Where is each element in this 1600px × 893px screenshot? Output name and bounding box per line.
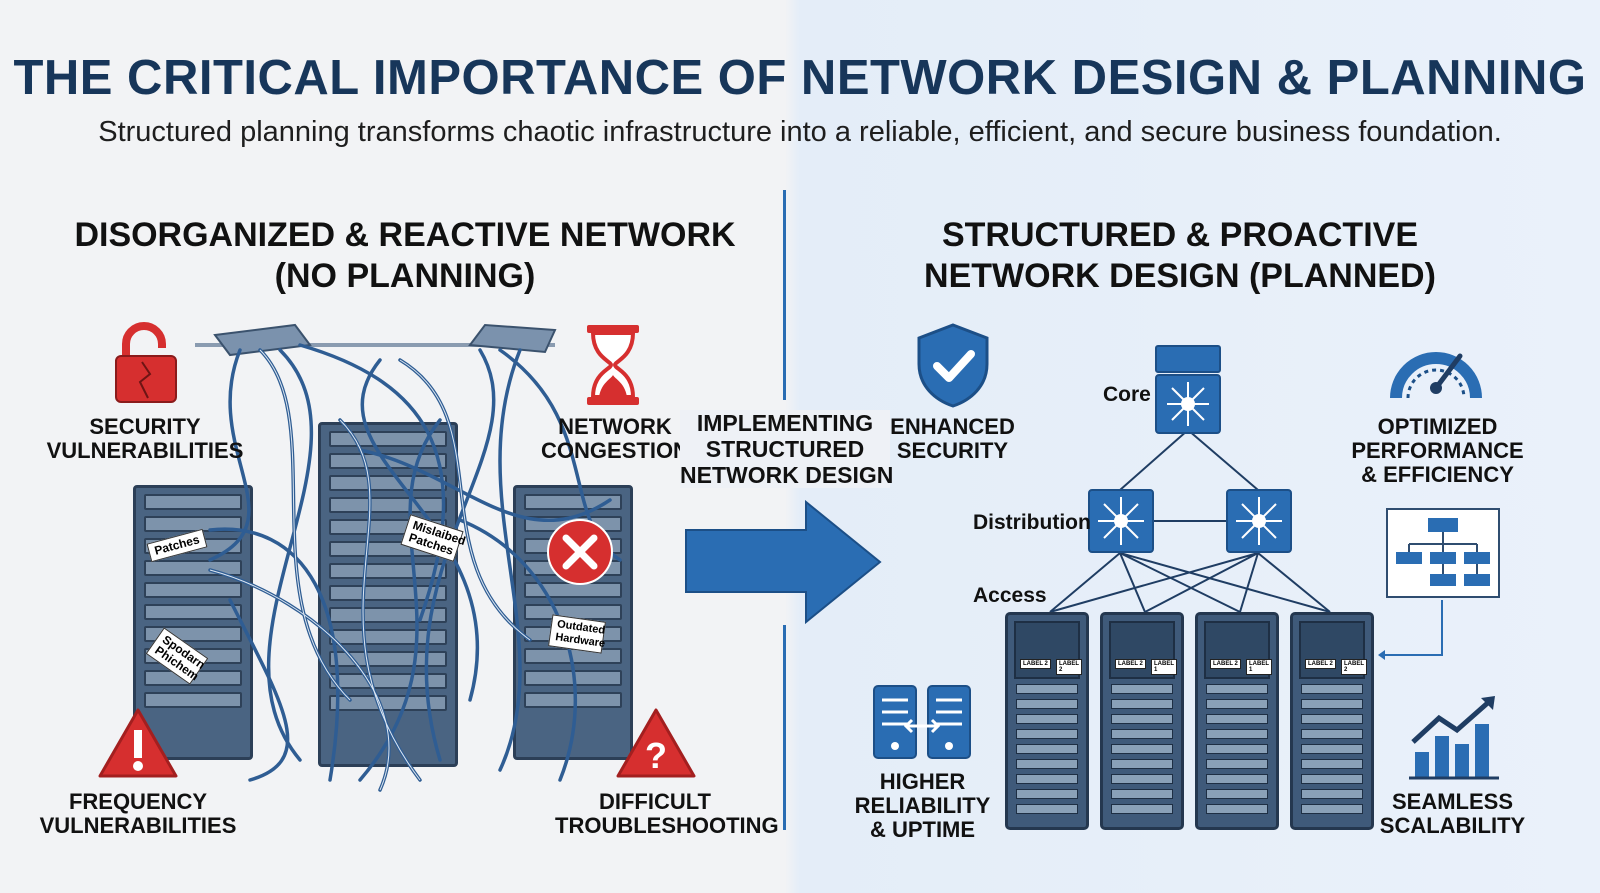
left-heading: DISORGANIZED & REACTIVE NETWORK (NO PLAN… bbox=[60, 215, 750, 297]
layer-distribution-label: Distribution bbox=[973, 511, 1091, 534]
growth-chart-icon bbox=[1409, 696, 1499, 780]
broken-lock-icon bbox=[115, 322, 177, 403]
core-switch-icon bbox=[1155, 374, 1221, 434]
rack-label: LABEL 2 bbox=[1056, 659, 1082, 675]
benefit-line: & UPTIME bbox=[869, 817, 976, 842]
left-heading-line1: DISORGANIZED & REACTIVE NETWORK bbox=[74, 216, 736, 254]
warning-icon bbox=[98, 708, 178, 778]
right-arrow-icon bbox=[685, 500, 882, 625]
transition-label: IMPLEMENTING STRUCTURED NETWORK DESIGN bbox=[680, 410, 894, 488]
right-heading-line2: NETWORK DESIGN (PLANNED) bbox=[924, 257, 1436, 295]
rack-label: LABEL 2 bbox=[1020, 659, 1051, 669]
redundant-servers-icon bbox=[873, 685, 971, 759]
left-heading-line2: (NO PLANNING) bbox=[274, 257, 536, 295]
benefit-line: RELIABILITY bbox=[854, 793, 991, 818]
transition-line: NETWORK DESIGN bbox=[680, 462, 894, 488]
divider-bottom bbox=[783, 625, 786, 830]
rack-label: LABEL 2 bbox=[1305, 659, 1336, 669]
issue-line: DIFFICULT bbox=[598, 789, 711, 814]
page-subtitle: Structured planning transforms chaotic i… bbox=[98, 116, 1502, 148]
access-rack: LABEL 2 LABEL 2 bbox=[1290, 612, 1374, 830]
access-rack: LABEL 2 LABEL 2 bbox=[1005, 612, 1089, 830]
rack-label: LABEL 1 bbox=[1246, 659, 1272, 675]
divider-top bbox=[783, 190, 786, 400]
rack-label: LABEL 2 bbox=[1115, 659, 1146, 669]
benefit-line: OPTIMIZED bbox=[1377, 414, 1498, 439]
access-rack: LABEL 2 LABEL 1 bbox=[1100, 612, 1184, 830]
rack-label: LABEL 2 bbox=[1341, 659, 1367, 675]
benefit-line: SEAMLESS bbox=[1391, 789, 1514, 814]
access-rack: LABEL 2 LABEL 1 bbox=[1195, 612, 1279, 830]
issue-line: VULNERABILITIES bbox=[46, 438, 244, 463]
issue-line: TROUBLESHOOTING bbox=[555, 813, 779, 838]
server-rack-left bbox=[133, 485, 253, 760]
benefit-line: PERFORMANCE bbox=[1351, 438, 1524, 463]
speedometer-icon bbox=[1390, 352, 1482, 399]
transition-line: STRUCTURED bbox=[705, 436, 865, 462]
distribution-switch-left-icon bbox=[1088, 489, 1154, 553]
question-warning-icon: ? bbox=[616, 708, 696, 778]
shield-check-icon bbox=[917, 323, 989, 408]
distribution-switch-right-icon bbox=[1226, 489, 1292, 553]
rack-label: LABEL 2 bbox=[1210, 659, 1241, 669]
core-router-top bbox=[1155, 345, 1221, 373]
layer-access-label: Access bbox=[973, 584, 1047, 607]
issue-line: VULNERABILITIES bbox=[39, 813, 237, 838]
hierarchy-diagram-icon bbox=[1386, 508, 1500, 598]
right-heading: STRUCTURED & PROACTIVE NETWORK DESIGN (P… bbox=[880, 215, 1480, 297]
hourglass-icon bbox=[587, 325, 639, 405]
layer-core-label: Core bbox=[1103, 383, 1151, 406]
rack-label: LABEL 1 bbox=[1151, 659, 1177, 675]
benefit-line: ENHANCED bbox=[890, 414, 1015, 439]
right-heading-line1: STRUCTURED & PROACTIVE bbox=[941, 216, 1419, 254]
benefit-line: SCALABILITY bbox=[1379, 813, 1526, 838]
page-title: THE CRITICAL IMPORTANCE OF NETWORK DESIG… bbox=[13, 51, 1587, 105]
tangled-cables bbox=[195, 323, 622, 792]
error-x-icon bbox=[547, 519, 613, 585]
issue-line: NETWORK bbox=[558, 414, 672, 439]
benefit-line: HIGHER bbox=[879, 769, 966, 794]
svg-text:?: ? bbox=[645, 735, 667, 776]
issue-line: FREQUENCY bbox=[68, 789, 208, 814]
transition-line: IMPLEMENTING bbox=[696, 410, 874, 436]
benefit-line: SECURITY bbox=[896, 438, 1009, 463]
issue-line: CONGESTION bbox=[541, 438, 689, 463]
benefit-line: & EFFICIENCY bbox=[1361, 462, 1514, 487]
issue-line: SECURITY bbox=[89, 414, 201, 439]
